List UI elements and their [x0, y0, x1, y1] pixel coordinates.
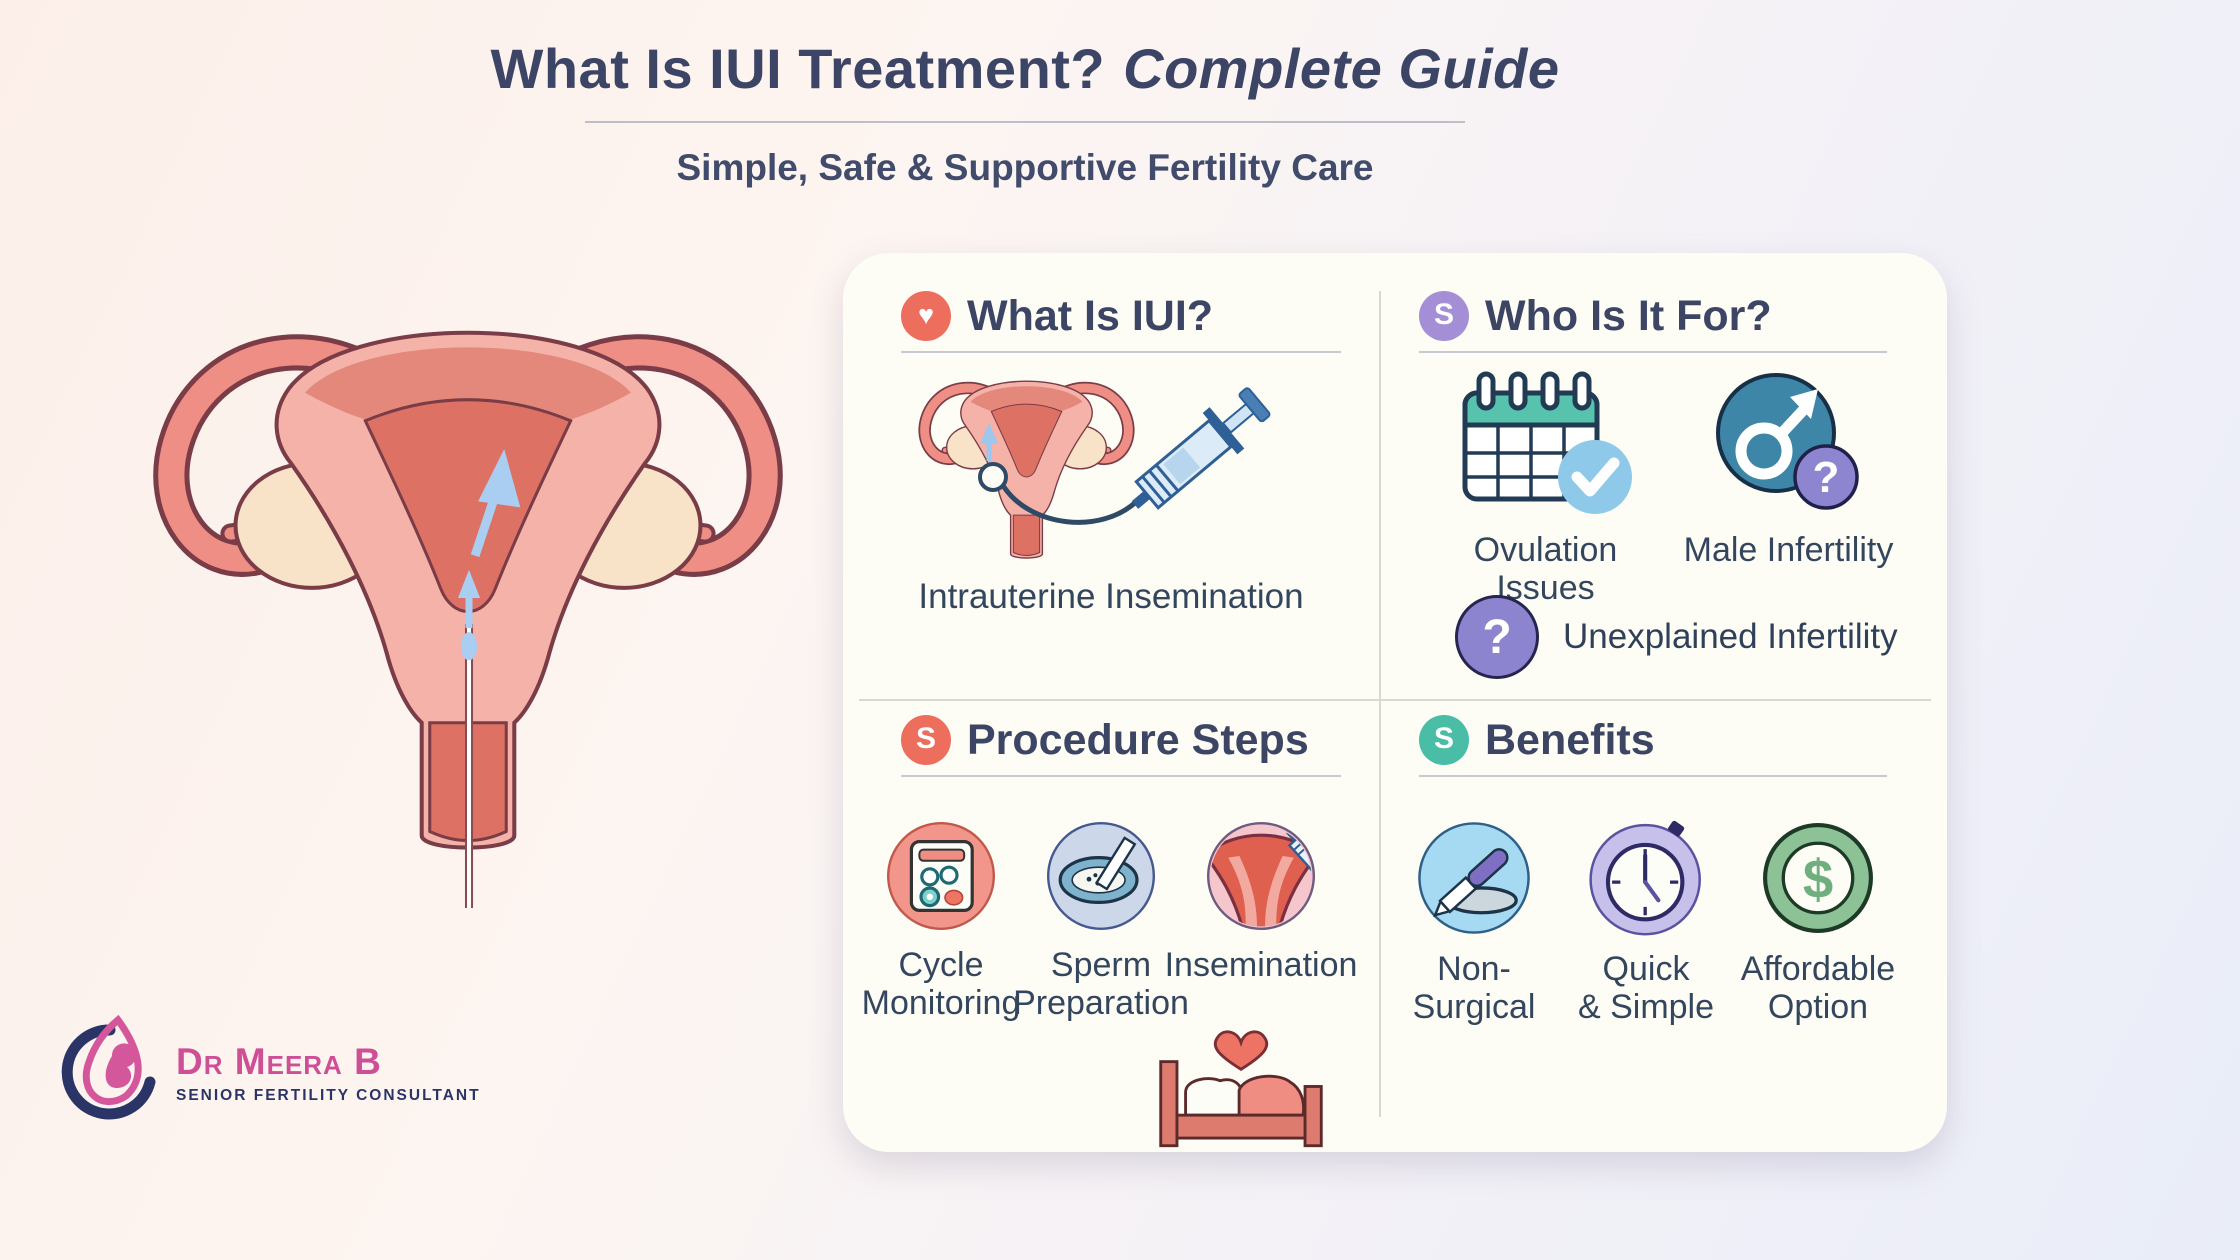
- section-benefits-header: S Benefits: [1419, 715, 1655, 765]
- header: What Is IUI Treatment? Complete Guide Sim…: [0, 36, 2050, 189]
- heart-icon: ♥: [901, 291, 951, 341]
- section-what-is-iui-header: ♥ What Is IUI?: [901, 291, 1213, 341]
- logo-name: Dr Meera B: [176, 1041, 382, 1082]
- section-title: What Is IUI?: [967, 291, 1214, 340]
- section-title: Procedure Steps: [967, 715, 1309, 764]
- step-label: Insemination: [1164, 946, 1358, 984]
- male-symbol-question-icon: ?: [1715, 373, 1859, 510]
- step-label: Sperm Preparation: [1013, 946, 1189, 1023]
- section-underline: [1419, 351, 1887, 353]
- fetus-emblem-icon: [61, 1014, 156, 1120]
- page-subtitle: Simple, Safe & Supportive Fertility Care: [676, 147, 1374, 188]
- svg-text:?: ?: [1812, 453, 1839, 502]
- s-badge-icon: S: [901, 715, 951, 765]
- uterus-syringe-illustration: [909, 365, 1271, 567]
- page-title-main: What Is IUI Treatment?: [490, 37, 1106, 100]
- insemination-icon: [1207, 822, 1315, 930]
- item-label: Male Infertility: [1683, 531, 1894, 569]
- cycle-monitoring-step: Cycle Monitoring: [861, 816, 1021, 1022]
- logo: Dr Meera B Senior Fertility Consultant: [60, 1014, 481, 1134]
- ovulation-issues-item: Ovulation Issues: [1428, 369, 1663, 607]
- horizontal-divider: [859, 699, 1931, 701]
- sperm-preparation-step: Sperm Preparation: [1013, 816, 1189, 1022]
- info-card: ♥ What Is IUI? Intrauterine Insemination: [843, 253, 1947, 1152]
- item-label: Unexplained Infertility: [1563, 617, 1898, 656]
- benefit-label: Affordable Option: [1740, 950, 1896, 1027]
- section-underline: [901, 351, 1341, 353]
- logo-tagline: Senior Fertility Consultant: [176, 1087, 481, 1104]
- s-badge-icon: S: [1419, 291, 1469, 341]
- unexplained-infertility-item: ? Unexplained Infertility: [1455, 595, 1898, 679]
- item-label: Ovulation Issues: [1473, 531, 1618, 608]
- benefit-label: Non-Surgical: [1412, 950, 1536, 1027]
- non-surgical-benefit: Non-Surgical: [1388, 816, 1560, 1026]
- section-title: Who Is It For?: [1485, 291, 1772, 340]
- bed-with-heart-icon: [1159, 1030, 1323, 1148]
- section-underline: [1419, 775, 1887, 777]
- step-label: Cycle Monitoring: [861, 946, 1021, 1023]
- section-who-is-it-for-header: S Who Is It For?: [1419, 291, 1772, 341]
- section-underline: [901, 775, 1341, 777]
- page-title: What Is IUI Treatment? Complete Guide: [0, 36, 2050, 101]
- male-infertility-item: ? Male Infertility: [1671, 365, 1906, 569]
- title-divider: [585, 121, 1465, 123]
- s-badge-icon: S: [1419, 715, 1469, 765]
- page-title-accent: Complete Guide: [1123, 37, 1560, 100]
- procedure-steps-row: Cycle Monitoring Sperm Preparation: [861, 816, 1357, 1022]
- sperm-preparation-icon: [1047, 822, 1155, 930]
- clock-icon: [1589, 820, 1701, 936]
- quick-simple-benefit: Quick & Simple: [1560, 816, 1732, 1026]
- vertical-divider: [1379, 291, 1381, 1117]
- svg-text:$: $: [1803, 849, 1833, 910]
- section-procedure-steps-header: S Procedure Steps: [901, 715, 1309, 765]
- affordable-benefit: $ Affordable Option: [1732, 816, 1904, 1026]
- catheter-instrument-icon: [1418, 822, 1530, 934]
- iui-caption: Intrauterine Insemination: [918, 577, 1304, 616]
- calendar-check-icon: [1462, 371, 1632, 514]
- question-mark-icon: ?: [1455, 595, 1539, 679]
- logo-text: Dr Meera B Senior Fertility Consultant: [176, 1043, 481, 1105]
- uterus-anatomy-illustration: [122, 292, 814, 908]
- dollar-icon: $: [1763, 823, 1873, 933]
- benefit-label: Quick & Simple: [1577, 950, 1715, 1027]
- section-title: Benefits: [1485, 715, 1655, 764]
- insemination-step: Insemination: [1165, 816, 1357, 1022]
- benefits-row: Non-Surgical Quick & Simple $: [1388, 816, 1904, 1026]
- cycle-monitoring-icon: [887, 822, 995, 930]
